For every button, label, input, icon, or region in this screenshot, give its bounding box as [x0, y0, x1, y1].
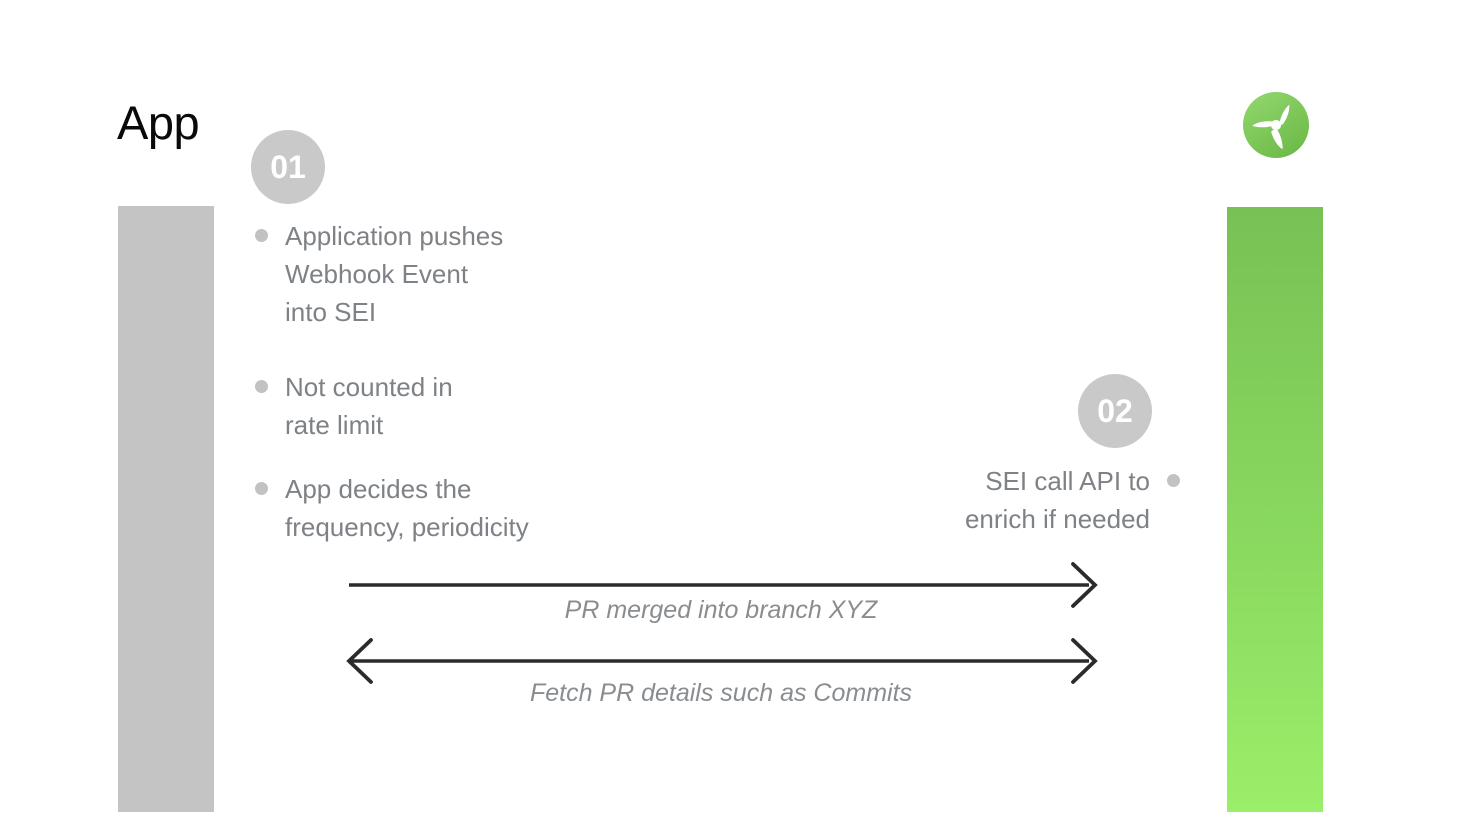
right-bullet-group: SEI call API to enrich if needed — [965, 462, 1180, 538]
bullet-dot-icon — [1167, 474, 1180, 487]
right-actor-lane — [1227, 207, 1323, 812]
bullet-dot-icon — [255, 380, 268, 393]
step-badge-01: 01 — [251, 130, 325, 204]
list-item: App decides the frequency, periodicity — [255, 470, 529, 546]
list-item: Not counted in rate limit — [255, 368, 529, 444]
bullet-text: Not counted in rate limit — [285, 372, 453, 440]
list-item: SEI call API to enrich if needed — [965, 462, 1180, 538]
left-actor-lane — [118, 206, 214, 812]
bullet-text: Application pushes Webhook Event into SE… — [285, 221, 504, 327]
list-item: Application pushes Webhook Event into SE… — [255, 217, 503, 331]
bullet-text: SEI call API to enrich if needed — [964, 466, 1150, 534]
left-bullet-group-b: Not counted in rate limit App decides th… — [255, 368, 529, 546]
left-bullet-group-a: Application pushes Webhook Event into SE… — [255, 217, 503, 331]
message-arrow-2 — [345, 638, 1101, 684]
bullet-dot-icon — [255, 482, 268, 495]
message-label-2: Fetch PR details such as Commits — [529, 679, 913, 707]
step-badge-02: 02 — [1078, 374, 1152, 448]
message-label-1: PR merged into branch XYZ — [564, 596, 878, 624]
message-arrow-1 — [345, 562, 1101, 608]
propeller-logo-icon — [1241, 90, 1311, 160]
left-actor-title: App — [117, 96, 200, 149]
bullet-text: App decides the frequency, periodicity — [285, 474, 529, 542]
bullet-dot-icon — [255, 229, 268, 242]
